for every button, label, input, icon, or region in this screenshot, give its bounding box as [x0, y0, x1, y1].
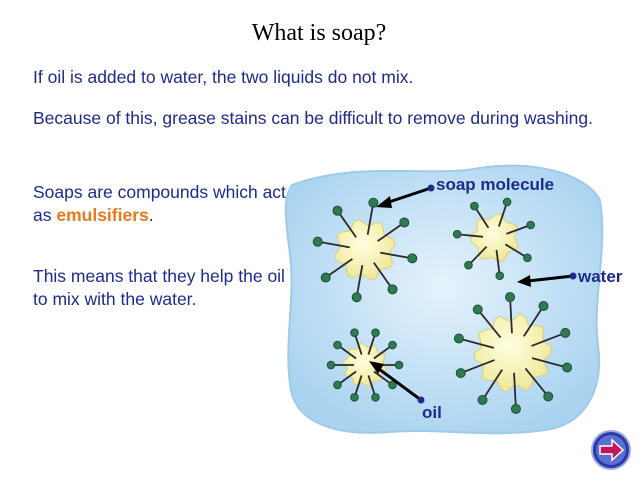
soap-molecule-head — [312, 236, 323, 247]
soap-molecule-tail — [380, 251, 413, 260]
label-oil: oil — [422, 403, 442, 422]
soap-molecule-head — [560, 327, 571, 338]
emulsifier-text-prefix: Soaps are compounds which act as — [33, 182, 286, 225]
soap-molecule-tail — [477, 308, 502, 339]
next-arrow-icon — [591, 430, 631, 470]
pointer-oil — [369, 361, 425, 404]
soap-molecule-tail — [531, 357, 568, 369]
soap-molecule-head — [562, 362, 573, 373]
soap-molecule-tail — [531, 332, 566, 347]
slide-title: What is soap? — [251, 20, 387, 46]
soap-molecule-head — [538, 301, 549, 312]
label-water: water — [577, 267, 623, 286]
soap-molecule-head — [394, 360, 404, 370]
soap-molecule-tail — [460, 359, 495, 374]
grease-text: Because of this, grease stains can be di… — [33, 108, 593, 128]
emulsifier-text-suffix: . — [148, 205, 154, 225]
soap-molecule-head — [387, 284, 398, 295]
oil-blob — [473, 313, 553, 393]
soap-molecule-tail — [366, 202, 375, 235]
intro-text: If oil is added to water, the two liquid… — [33, 67, 414, 87]
soap-molecule-tail — [473, 205, 490, 229]
label-soap-molecule: soap molecule — [436, 175, 554, 194]
soap-molecule-head — [368, 197, 379, 208]
pointer-soap-molecule — [376, 184, 435, 208]
soap-molecule-tail — [325, 258, 353, 279]
emulsifier-text: Soaps are compounds which act as emulsif… — [33, 181, 293, 227]
soap-molecule-head — [470, 201, 479, 211]
soap-molecule-head — [510, 403, 521, 414]
soap-molecule-tail — [498, 201, 508, 227]
soap-molecule-tail — [504, 243, 528, 259]
oil-droplet-large-left — [312, 197, 418, 303]
oil-blob — [470, 213, 519, 263]
soap-molecule-tail — [317, 240, 350, 249]
soap-molecule-head — [350, 328, 359, 337]
next-slide-button[interactable] — [590, 429, 632, 471]
oil-droplet-small-bottom — [326, 328, 404, 402]
oil-droplet-large-bottom — [453, 292, 573, 414]
soap-molecule-tail — [355, 265, 364, 298]
oil-droplet-top-right — [452, 197, 536, 281]
soap-molecule-head — [320, 272, 331, 283]
soap-molecule-tail — [467, 246, 488, 266]
soap-molecule-head — [472, 304, 483, 315]
soap-molecule-head — [371, 328, 380, 337]
water-region — [284, 164, 604, 435]
soap-molecule-tail — [495, 249, 501, 276]
soap-molecule-tail — [509, 297, 513, 334]
soap-molecule-head — [351, 292, 362, 303]
soap-molecule-head — [523, 253, 532, 263]
soap-molecule-head — [502, 197, 512, 207]
soap-molecule-tail — [458, 337, 495, 349]
soap-molecule-head — [495, 271, 505, 281]
emulsifiers-highlight: emulsifiers — [56, 205, 149, 225]
soap-molecule-head — [526, 220, 536, 230]
soap-molecule-tail — [481, 369, 503, 401]
soap-molecule-head — [371, 393, 380, 402]
soap-molecule-tail — [377, 221, 405, 242]
soap-molecule-tail — [513, 372, 517, 409]
soap-molecule-tail — [506, 224, 532, 235]
soap-molecule-head — [455, 368, 466, 379]
soap-molecule-tail — [336, 210, 357, 238]
soap-molecule-tail — [524, 367, 549, 398]
soap-molecule-head — [407, 253, 418, 264]
soap-molecule-head — [399, 217, 410, 228]
soap-molecule-head — [332, 205, 343, 216]
soap-molecule-head — [388, 340, 397, 350]
soap-molecule-head — [543, 391, 554, 402]
soap-molecule-tail — [523, 305, 545, 337]
mix-explanation-text: This means that they help the oil to mix… — [33, 266, 285, 309]
soap-molecule-head — [388, 380, 397, 390]
soap-molecule-head — [333, 380, 342, 390]
oil-blob — [334, 219, 396, 281]
soap-molecule-head — [453, 333, 464, 344]
soap-molecule-head — [452, 229, 462, 239]
soap-molecule-tail — [457, 233, 484, 238]
soap-molecule-head — [477, 394, 488, 405]
soap-molecule-head — [333, 340, 342, 350]
pointer-water — [517, 272, 577, 287]
soap-molecule-tail — [373, 262, 394, 290]
soap-molecule-head — [350, 393, 359, 402]
soap-molecule-head — [326, 360, 336, 370]
soap-molecule-head — [464, 260, 473, 270]
soap-molecule-head — [505, 292, 516, 303]
